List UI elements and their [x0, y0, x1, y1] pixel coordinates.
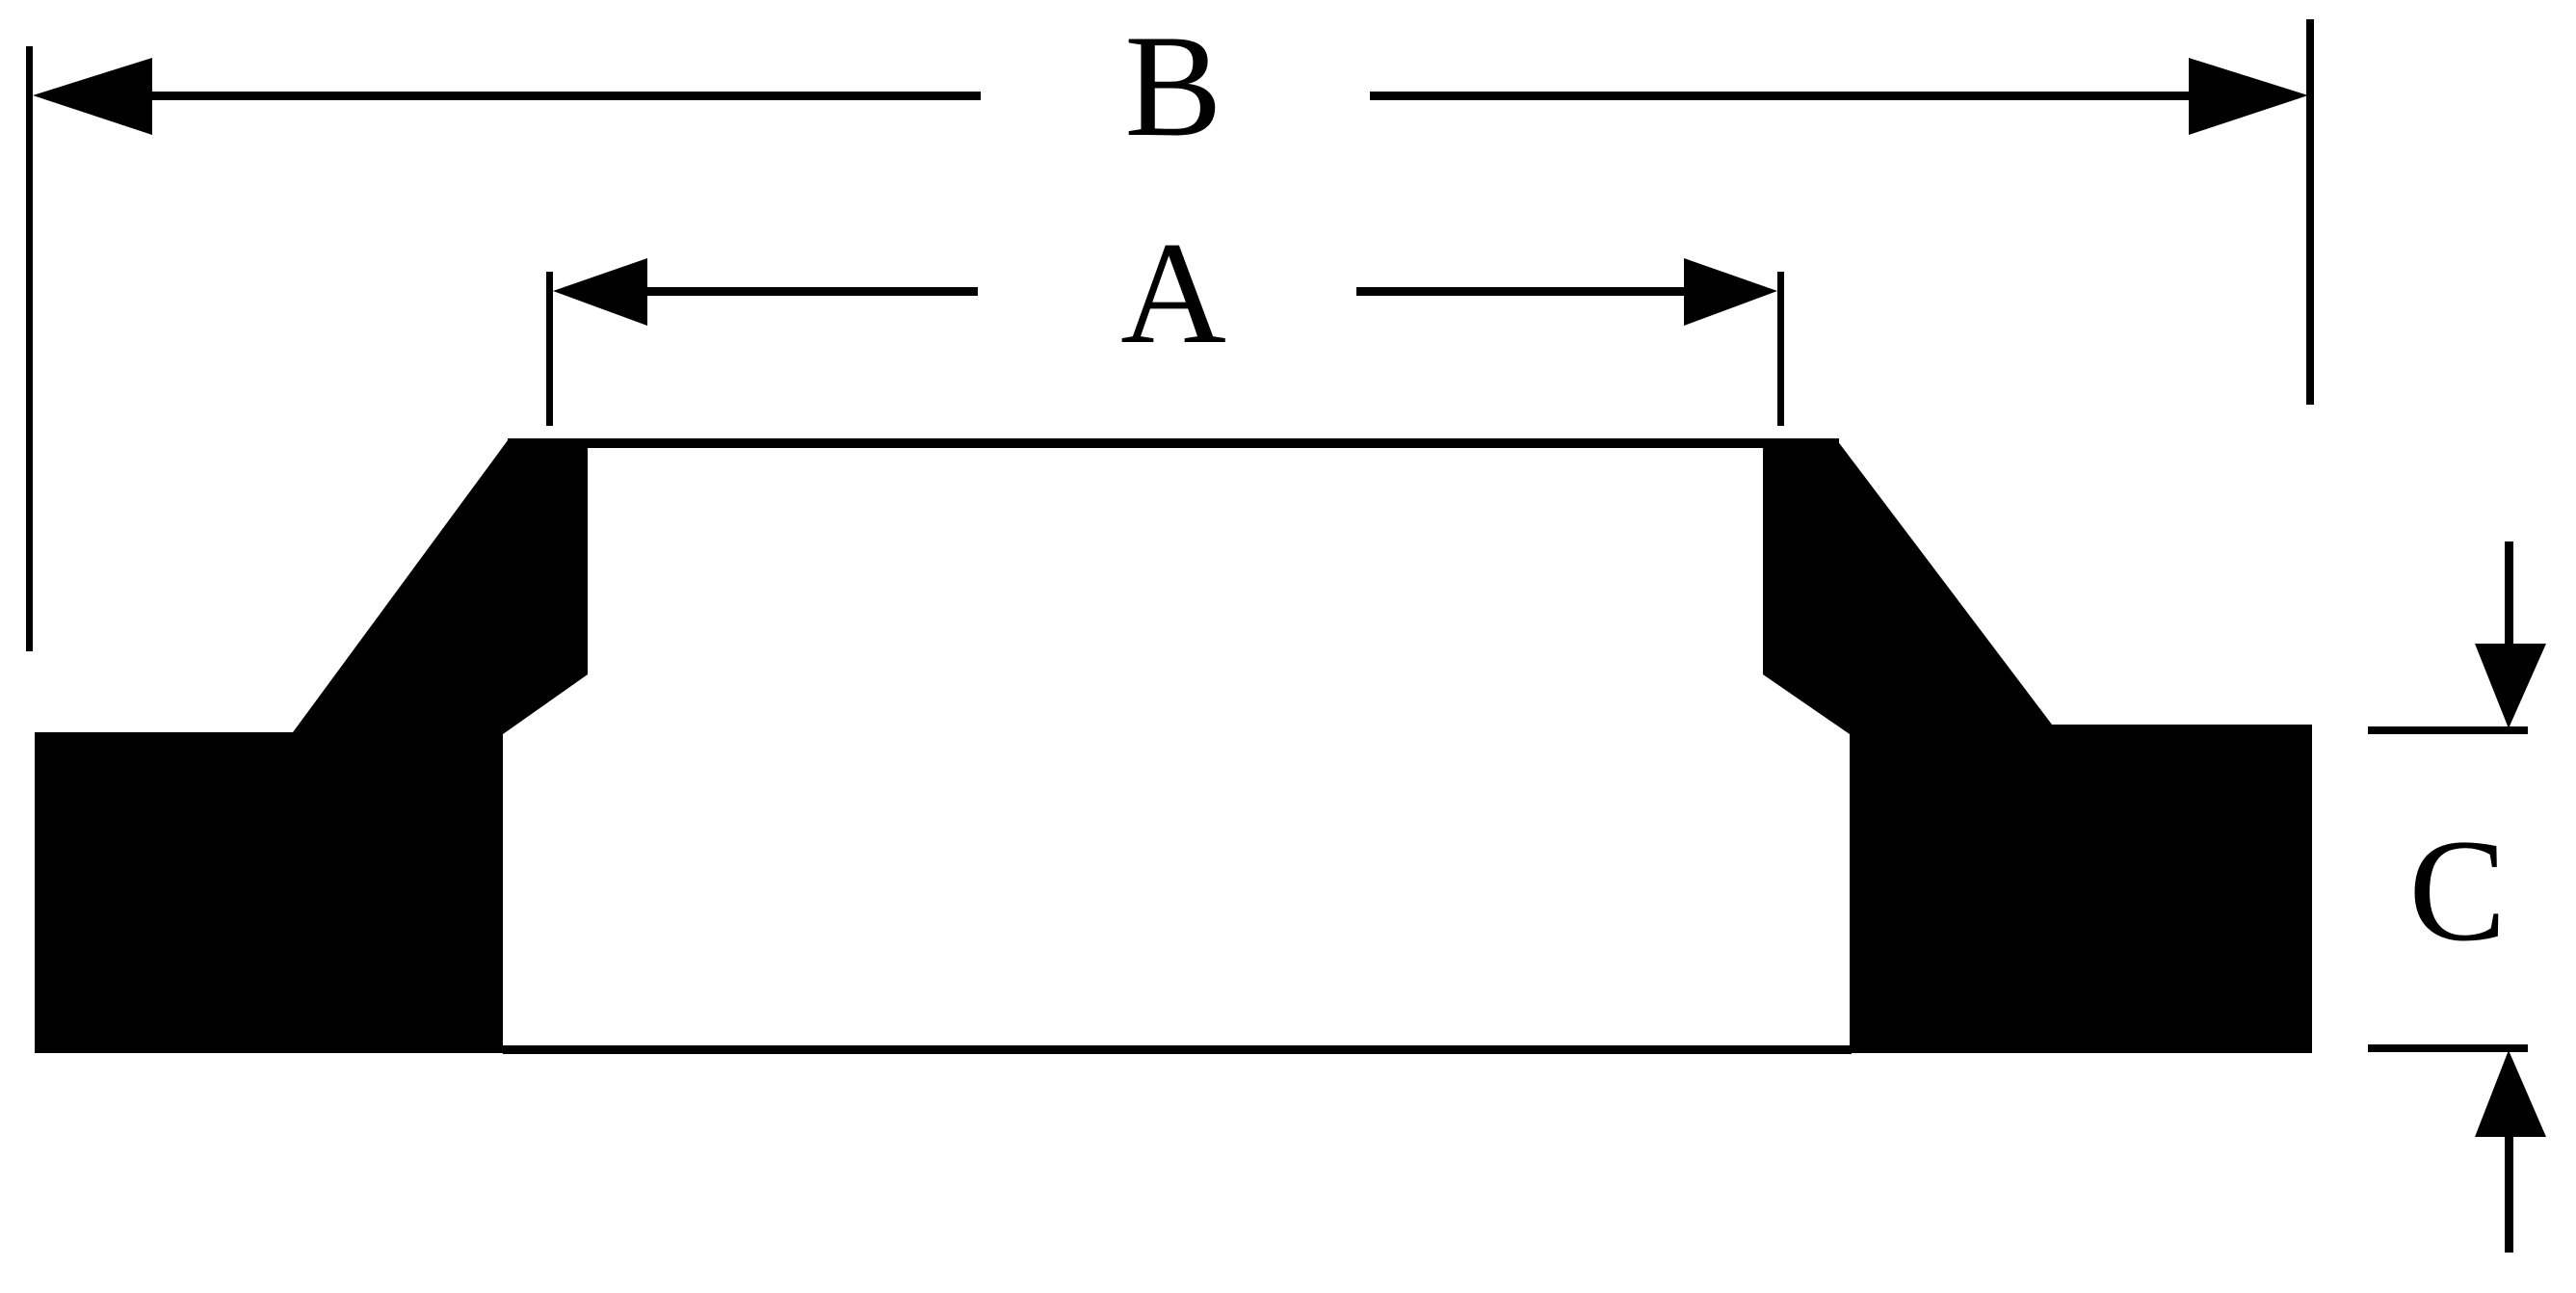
part-bottom-edge-line: [503, 1045, 1852, 1054]
dim-b-extension-line-left: [26, 46, 33, 651]
dim-c-extension-line-bottom: [2368, 1044, 2528, 1052]
dim-b-shaft-left: [143, 92, 981, 100]
dim-b-shaft-right: [1370, 92, 2198, 100]
dimension-c: C: [2368, 541, 2546, 1253]
dimension-b: B: [26, 5, 2314, 651]
dim-a-extension-line-left: [546, 272, 553, 426]
dim-c-extension-line-top: [2368, 726, 2528, 734]
dim-b-arrowhead-left: [33, 58, 152, 135]
dim-c-shaft-top: [2505, 541, 2513, 649]
dimension-a: A: [546, 212, 1784, 426]
dimension-label-b: B: [1124, 5, 1222, 167]
boss-top-edge-line: [508, 438, 1839, 448]
dim-b-arrowhead-right: [2189, 58, 2308, 135]
dim-a-arrowhead-right: [1684, 258, 1777, 326]
dim-c-arrowhead-bottom: [2475, 1050, 2546, 1137]
dim-a-shaft-left: [636, 287, 978, 296]
dim-c-arrowhead-top: [2475, 644, 2546, 728]
part-outer-silhouette: [35, 440, 2312, 1053]
dim-a-shaft-right: [1356, 287, 1684, 296]
part-cross-section: [35, 438, 2312, 1054]
dim-c-shaft-bottom: [2505, 1137, 2513, 1253]
dim-a-extension-line-right: [1777, 272, 1784, 426]
dim-a-arrowhead-left: [553, 258, 647, 326]
dimension-label-c: C: [2408, 809, 2506, 971]
dimension-label-a: A: [1120, 212, 1226, 374]
dim-b-extension-line-right: [2306, 19, 2314, 405]
